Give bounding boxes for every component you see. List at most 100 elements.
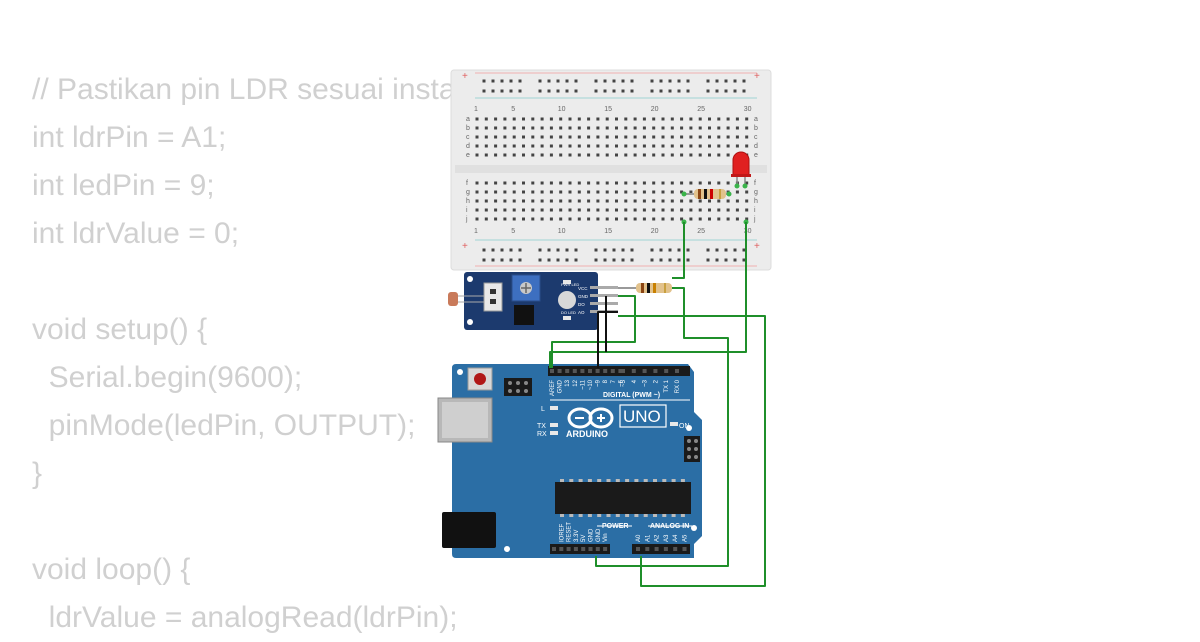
breadboard-hole	[726, 217, 730, 221]
wire-do[interactable]	[597, 311, 618, 368]
breadboard-hole	[652, 126, 656, 130]
breadboard-hole	[596, 190, 600, 194]
breadboard-hole	[512, 135, 516, 139]
rail-hole	[518, 79, 522, 83]
breadboard-hole	[689, 217, 693, 221]
rail-hole	[500, 89, 504, 93]
breadboard-hole	[735, 199, 739, 203]
breadboard-hole	[726, 208, 730, 212]
breadboard-hole	[559, 153, 563, 157]
photoresistor	[448, 292, 458, 306]
rail-hole	[482, 258, 486, 262]
breadboard-hole	[484, 126, 488, 130]
digital-pin-label: ~3	[643, 379, 649, 387]
analog-pin-label: A4	[673, 534, 679, 542]
rail-hole	[706, 258, 710, 262]
breadboard-hole	[549, 199, 553, 203]
sensor-dome	[558, 291, 576, 309]
rail-hole	[659, 248, 663, 252]
wire-ao-to-a1[interactable]	[618, 315, 766, 587]
rail-hole	[733, 248, 737, 252]
pin-label-gnd: GND	[578, 294, 589, 299]
hole-highlight	[734, 183, 740, 189]
header-pin	[590, 286, 618, 289]
breadboard-hole	[494, 190, 498, 194]
breadboard-hole	[577, 199, 581, 203]
breadboard-hole	[624, 135, 628, 139]
breadboard-hole	[708, 217, 711, 221]
wire-led-to-gnd[interactable]	[549, 222, 747, 368]
breadboard-hole	[559, 217, 563, 221]
breadboard-hole	[494, 135, 498, 139]
breadboard-hole	[596, 126, 600, 130]
rail-hole	[603, 248, 607, 252]
rail-hole	[518, 89, 522, 93]
resistor-module[interactable]	[618, 283, 682, 293]
breadboard-hole	[624, 190, 628, 194]
breadboard-hole	[549, 153, 553, 157]
breadboard-hole	[670, 144, 674, 148]
rail-hole	[686, 258, 690, 262]
breadboard-hole	[680, 217, 684, 221]
row-letter: e	[466, 152, 470, 159]
plus-sign: +	[754, 71, 760, 82]
wire-bb-to-resistor[interactable]	[672, 222, 685, 279]
rail-hole	[556, 258, 560, 262]
breadboard-hole	[708, 208, 711, 212]
red-led[interactable]	[731, 151, 751, 186]
rail-hole	[594, 89, 598, 93]
rail-hole	[677, 248, 681, 252]
breadboard-hole	[642, 199, 646, 203]
rail-hole	[677, 89, 681, 93]
breadboard-hole	[615, 217, 618, 221]
resistor-led[interactable]	[684, 189, 730, 199]
digital-pin-label: GND	[558, 379, 564, 393]
breadboard-hole	[689, 144, 693, 148]
breadboard-hole	[484, 135, 488, 139]
breadboard-hole	[661, 181, 665, 185]
breadboard-hole	[559, 199, 563, 203]
tx-led-label: TX	[537, 423, 546, 430]
rail-hole	[650, 89, 654, 93]
wire-vcc-to-5v[interactable]	[595, 287, 729, 567]
arduino-logo	[567, 407, 614, 429]
breadboard-hole	[522, 181, 525, 185]
power-pin-label: 3.3V	[574, 530, 580, 542]
column-number: 1	[474, 106, 478, 113]
breadboard-hole	[540, 153, 544, 157]
breadboard-hole	[689, 135, 693, 139]
wire-gnd[interactable]	[551, 295, 636, 368]
power-header	[550, 544, 610, 554]
digital-pin-label: 13	[565, 379, 571, 386]
power-pin-label: IOREF	[559, 523, 565, 542]
breadboard-hole	[596, 199, 600, 203]
breadboard-hole	[512, 190, 516, 194]
column-number: 20	[651, 228, 659, 235]
breadboard-hole	[596, 117, 600, 121]
breadboard-hole	[605, 208, 609, 212]
column-number: 5	[511, 106, 515, 113]
breadboard-hole	[503, 199, 507, 203]
breadboard-hole	[624, 181, 628, 185]
rail-hole	[724, 89, 728, 93]
code-line: pinMode(ledPin, OUTPUT);	[32, 409, 416, 442]
breadboard-hole	[624, 217, 628, 221]
digital-pin-label: ~11	[580, 379, 586, 389]
breadboard-hole	[568, 144, 572, 148]
breadboard-hole	[484, 153, 488, 157]
digital-pin-label: 8	[603, 379, 609, 383]
breadboard-hole	[633, 181, 637, 185]
row-letter: g	[754, 189, 758, 196]
ldr-sensor-module[interactable]: PWR LED DO LED VCC GND DO AO	[448, 272, 618, 330]
breadboard-hole	[708, 126, 711, 130]
row-letter: a	[754, 116, 758, 123]
hole-highlight	[726, 191, 732, 197]
breadboard-hole	[624, 126, 628, 130]
breadboard-hole	[503, 208, 507, 212]
breadboard-hole	[512, 126, 516, 130]
breadboard-hole	[698, 126, 702, 130]
breadboard-hole	[652, 199, 656, 203]
